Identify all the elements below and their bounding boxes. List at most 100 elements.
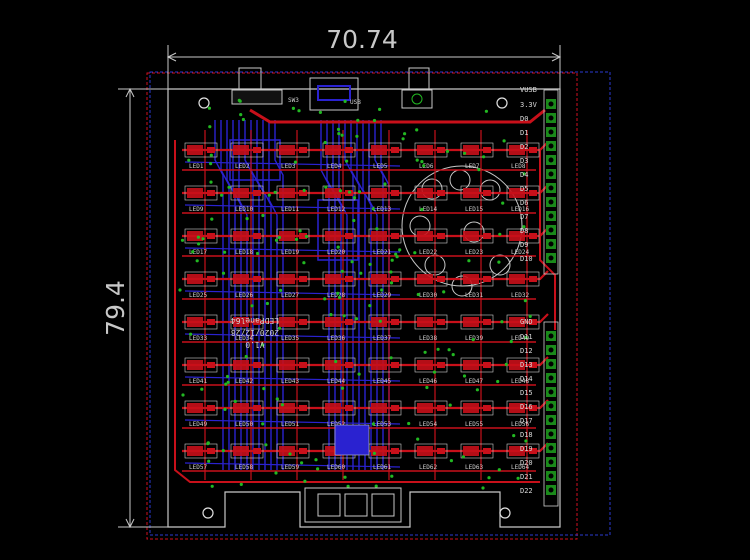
via [323,140,327,145]
led-outline [506,142,540,158]
led-pad [233,403,249,413]
capacitor-pad [483,319,491,325]
led-label: LED19 [281,249,299,256]
capacitor-pad [391,362,399,368]
led-outline [460,443,494,459]
capacitor-pad [529,190,537,196]
via [201,237,205,241]
led-label: LED34 [235,335,253,342]
via [208,125,212,129]
via [415,158,419,162]
led-pad [325,360,341,370]
led-pad [417,446,433,456]
via [262,387,266,391]
led-label: LED27 [281,292,299,299]
via [264,443,268,447]
via [334,359,338,364]
led-outline [368,271,402,287]
led-pad [463,446,479,456]
header-pin-label: D14 [520,375,533,383]
via [462,374,467,378]
led-label: LED38 [419,335,437,342]
via [355,134,359,138]
led-outline [368,142,402,158]
capacitor-pad [437,448,445,454]
led-outline [414,271,448,287]
via [497,260,501,264]
led-label: LED40 [511,335,529,342]
led-pad [279,446,295,456]
led-outline [414,357,448,373]
capacitor-pad [529,362,537,368]
via [298,229,302,233]
led-pad [463,145,479,155]
via [338,189,342,193]
led-pad [279,231,295,241]
via-field [178,98,532,490]
via [359,271,363,275]
led-pad [279,145,295,155]
capacitor-pad [299,190,307,196]
via [200,387,204,391]
via [293,160,298,164]
dimension-height-label: 79.4 [101,280,130,336]
via [352,196,357,200]
header-pin-label: D4 [520,171,528,179]
via [471,338,475,342]
header-pin-hole [548,459,554,465]
led-pad [371,231,387,241]
via [481,486,485,490]
via [239,113,243,117]
capacitor-pad [529,319,537,325]
via [277,235,281,240]
header-pin-hole [548,389,554,395]
led-label: LED42 [235,378,253,385]
header-pin-label: D7 [520,213,528,221]
capacitor-pad [253,276,261,282]
outline-red-dashed [146,72,578,540]
via [448,403,452,407]
led-pad [233,188,249,198]
led-label: LED57 [189,464,207,471]
via [498,232,502,236]
via [522,225,526,229]
via [401,137,405,141]
led-outline [368,185,402,201]
capacitor-pad [345,362,353,368]
via [280,403,284,407]
led-outline [460,314,494,330]
led-pad [371,274,387,284]
led-label: LED20 [327,249,345,256]
led-outline [322,228,356,244]
bottom-trace [184,290,401,296]
via [350,260,354,264]
capacitor-pad [345,233,353,239]
led-pad [233,317,249,327]
capacitor-pad [437,362,445,368]
via [274,471,278,475]
via [267,193,271,197]
via [346,484,350,488]
header-pin-label: D20 [520,459,533,467]
via [442,290,446,294]
capacitor-pad [345,319,353,325]
header-pin-hole [548,347,554,353]
via [436,347,440,351]
capacitor-pad [207,405,215,411]
led-label: LED32 [511,292,529,299]
led-outline [414,443,448,459]
bottom-trace [220,120,230,470]
led-outline [506,314,540,330]
capacitor-pad [529,233,537,239]
bottom-trace [184,161,401,167]
header-label: VUSB [520,86,537,94]
via [522,172,526,176]
led-outline [414,228,448,244]
led-outline [276,185,310,201]
via [461,455,465,459]
via [451,353,455,357]
via [255,251,260,256]
via [389,270,393,274]
